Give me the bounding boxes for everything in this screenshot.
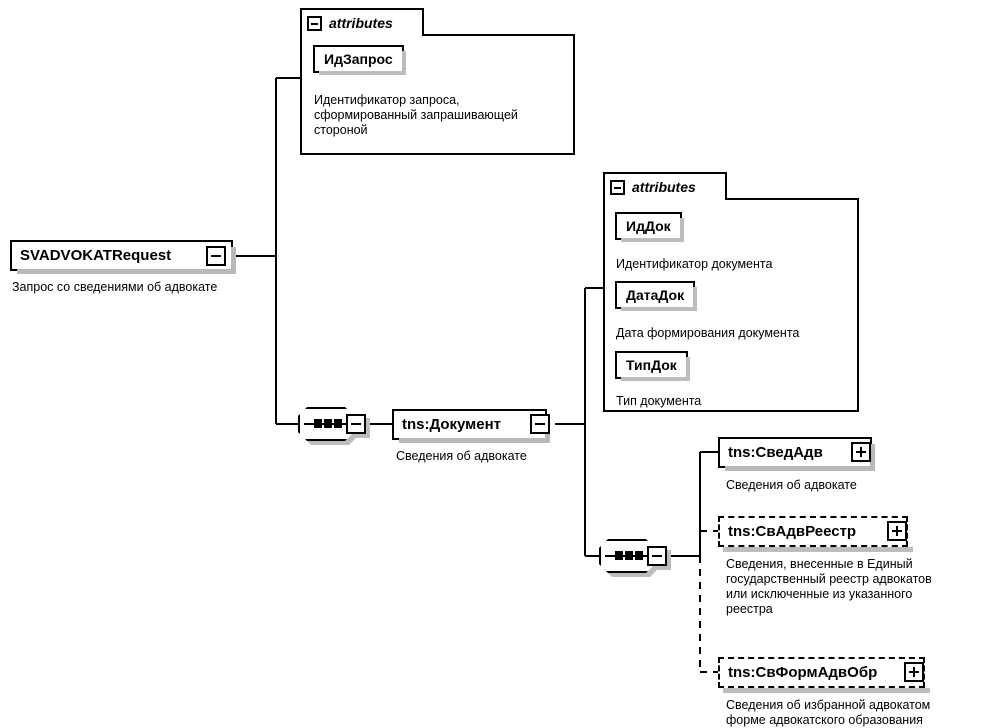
attribute-idzapros[interactable]: ИдЗапрос [313, 45, 406, 75]
element-tns-svformadvobr[interactable]: tns:СвФормАдвОбр [718, 657, 925, 688]
attribute-tipdok-label: ТипДок [626, 357, 677, 373]
element-svadvokatrequest-caption: Запрос со сведениями об адвокате [12, 280, 218, 294]
attributes-block-document-label: attributes [632, 179, 696, 195]
element-tns-svformadvobr-expand-icon[interactable] [904, 662, 924, 682]
attribute-iddok-caption: Идентификатор документа [616, 257, 773, 271]
element-tns-svadvreestr-shadow [723, 547, 913, 552]
element-tns-svformadvobr-shadow [723, 688, 930, 693]
attribute-tipdok[interactable]: ТипДок [615, 351, 690, 381]
attribute-idzapros-label: ИдЗапрос [324, 51, 393, 67]
attribute-datadok-caption: Дата формирования документа [616, 326, 800, 340]
attribute-datadok-label: ДатаДок [626, 287, 685, 303]
attributes-collapse-icon[interactable] [307, 15, 322, 31]
sequence-document-collapse-icon[interactable] [647, 546, 667, 566]
element-tns-dokument-collapse-icon[interactable] [530, 414, 550, 434]
element-tns-svformadvobr-caption: Сведения об избранной адвокатом форме ад… [726, 698, 931, 727]
sequence-compositor-root[interactable] [298, 407, 370, 445]
element-tns-dokument-label: tns:Документ [402, 416, 502, 433]
element-tns-svadvreestr[interactable]: tns:СвАдвРеестр [718, 516, 908, 547]
element-svadvokatrequest[interactable]: SVADVOKATRequest [10, 240, 236, 274]
attribute-tipdok-caption: Тип документа [616, 394, 702, 408]
attribute-iddok[interactable]: ИдДок [615, 212, 684, 242]
element-svadvokatrequest-label: SVADVOKATRequest [20, 247, 172, 264]
attribute-iddok-label: ИдДок [626, 218, 671, 234]
element-tns-svedadv[interactable]: tns:СведАдв [718, 437, 875, 471]
sequence-root-collapse-icon[interactable] [346, 414, 366, 434]
sequence-compositor-document[interactable] [599, 539, 671, 577]
attributes-block-root-tab[interactable]: attributes [300, 8, 424, 36]
element-tns-svadvreestr-caption: Сведения, внесенные в Единый государстве… [726, 557, 932, 616]
element-tns-svformadvobr-label: tns:СвФормАдвОбр [728, 664, 878, 681]
attributes-collapse-icon[interactable] [610, 179, 625, 195]
element-tns-dokument[interactable]: tns:Документ [392, 409, 550, 443]
element-tns-svadvreestr-label: tns:СвАдвРеестр [728, 523, 857, 540]
attribute-idzapros-caption: Идентификатор запроса, сформированный за… [314, 93, 518, 137]
element-svadvokatrequest-collapse-icon[interactable] [206, 246, 226, 266]
element-tns-svedadv-caption: Сведения об адвокате [726, 478, 857, 492]
element-tns-svedadv-expand-icon[interactable] [851, 442, 871, 462]
element-tns-svedadv-label: tns:СведАдв [728, 444, 823, 461]
element-tns-svadvreestr-expand-icon[interactable] [887, 521, 907, 541]
attributes-block-document-tab[interactable]: attributes [603, 172, 727, 200]
attributes-block-root-label: attributes [329, 15, 393, 31]
element-tns-dokument-caption: Сведения об адвокате [396, 449, 527, 463]
attribute-datadok[interactable]: ДатаДок [615, 281, 698, 311]
